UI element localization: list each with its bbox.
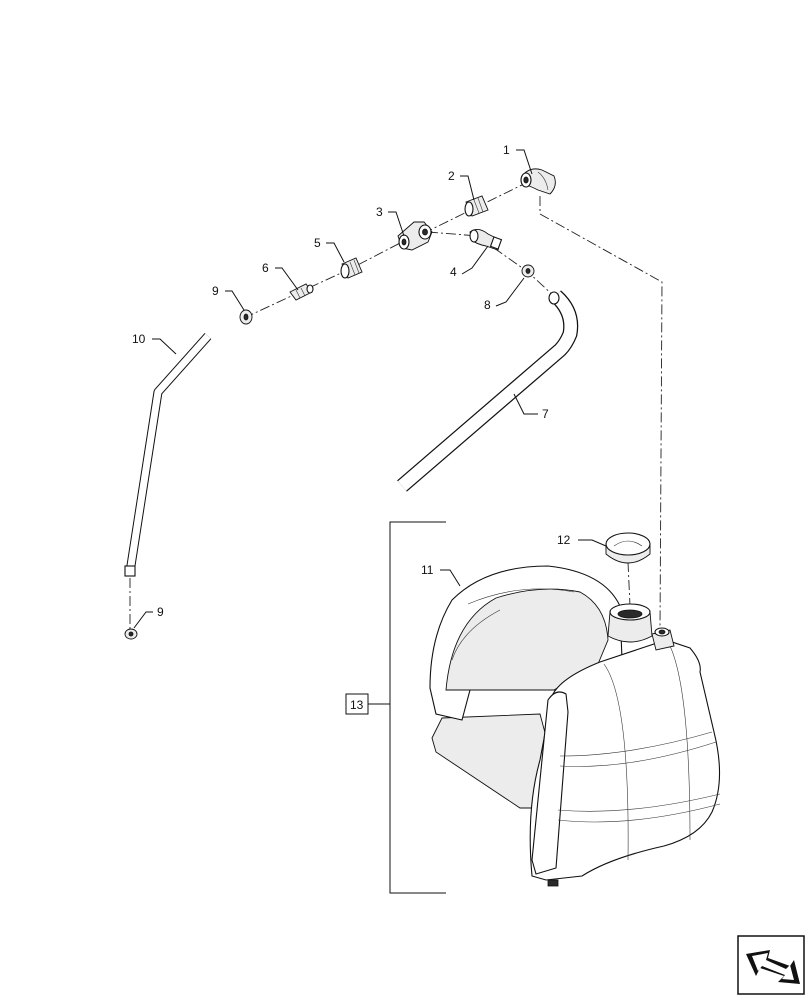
callout-12: 12 [557,533,571,547]
callout-4: 4 [450,265,457,279]
elbow-hose-fitting-icon [469,229,503,251]
hose-icon [397,290,579,492]
assembly-bracket [345,521,446,894]
hose-icon [124,333,212,577]
hose-clamp-icon [521,264,535,278]
callout-9-lower: 9 [157,605,164,619]
barbed-connector-icon [289,283,314,301]
assembly-centerlines [129,181,663,630]
callout-11: 11 [421,563,434,577]
callout-6: 6 [262,261,269,275]
callout-2: 2 [448,169,455,183]
callout-10: 10 [132,332,146,346]
callout-5: 5 [314,236,321,250]
threaded-adapter-icon [464,195,489,217]
callout-13: 13 [350,698,364,712]
hose-clamp-icon [239,309,253,325]
navigation-arrow-icon[interactable] [737,935,805,995]
callout-8: 8 [484,298,491,312]
callout-9-upper: 9 [212,284,219,298]
callout-3: 3 [376,205,383,219]
callout-1: 1 [503,143,510,157]
callout-labels: 1 2 3 4 5 6 7 8 9 10 9 11 12 13 [132,143,571,712]
reservoir-tank-icon [429,565,721,887]
tee-fitting-icon [397,221,433,251]
threaded-adapter-icon [340,257,363,279]
callout-leaders [133,149,607,629]
hose-clamp-icon [124,628,138,640]
callout-7: 7 [542,407,549,421]
elbow-fitting-icon [520,168,556,195]
filler-cap-icon [605,532,651,564]
